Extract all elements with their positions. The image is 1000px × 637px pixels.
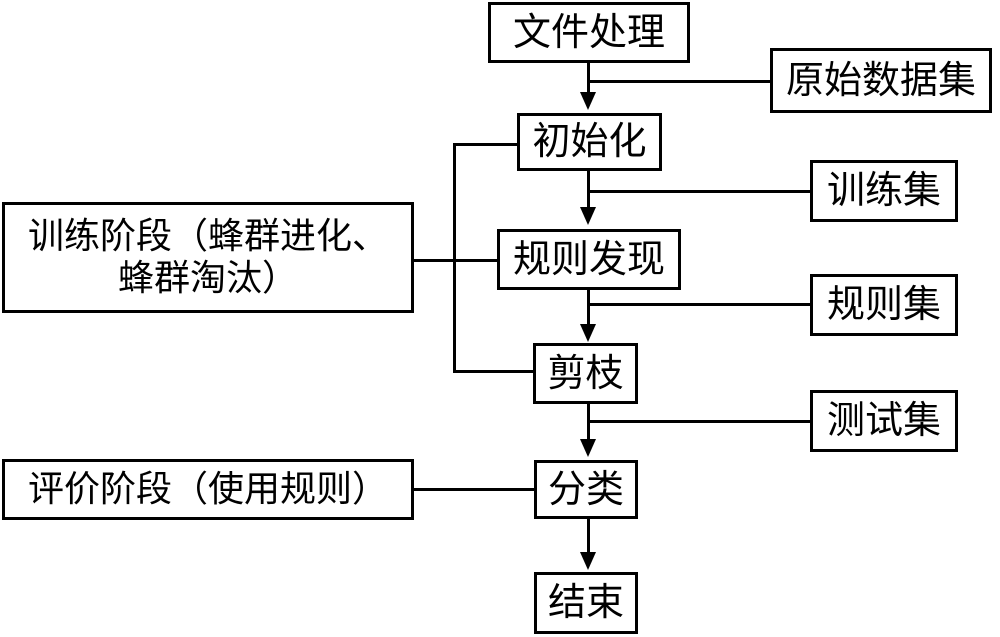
- evaluation-stage-label: 评价阶段（使用规则）: [27, 468, 388, 510]
- init-box: 初始化: [517, 113, 662, 171]
- training-stage-label-line1: 训练阶段（蜂群进化、: [27, 216, 388, 258]
- train-dataset-connector: [588, 190, 810, 193]
- training-bracket-vertical: [453, 143, 456, 373]
- test-dataset-label: 测试集: [826, 398, 941, 443]
- pruning-box: 剪枝: [533, 343, 638, 404]
- training-stage-connector: [413, 259, 498, 262]
- training-bracket-top: [453, 143, 518, 146]
- evaluation-stage-connector: [413, 488, 534, 491]
- test-dataset-box: 测试集: [810, 390, 958, 452]
- rule-set-label: 规则集: [826, 282, 941, 327]
- arrow-head: [580, 92, 596, 110]
- rule-discovery-label: 规则发现: [512, 236, 665, 281]
- flow-connector: [587, 63, 590, 93]
- init-label: 初始化: [532, 119, 647, 164]
- pruning-label: 剪枝: [547, 350, 624, 395]
- flow-connector: [587, 169, 590, 207]
- arrow-head: [580, 439, 596, 457]
- test-dataset-connector: [588, 420, 810, 423]
- flow-connector: [587, 289, 590, 324]
- arrow-head: [580, 207, 596, 225]
- end-box: 结束: [534, 572, 638, 634]
- file-processing-label: 文件处理: [512, 9, 665, 54]
- classification-label: 分类: [547, 466, 624, 511]
- flow-connector: [587, 518, 590, 552]
- training-stage-label-line2: 蜂群淘汰）: [117, 257, 298, 299]
- evaluation-stage-box: 评价阶段（使用规则）: [2, 459, 414, 520]
- raw-dataset-box: 原始数据集: [770, 48, 992, 113]
- train-dataset-box: 训练集: [810, 160, 958, 222]
- raw-dataset-label: 原始数据集: [785, 57, 976, 102]
- rule-set-connector: [588, 303, 810, 306]
- file-processing-box: 文件处理: [488, 2, 690, 63]
- end-label: 结束: [547, 580, 624, 625]
- raw-dataset-connector: [588, 80, 770, 83]
- rule-set-box: 规则集: [810, 274, 958, 336]
- arrow-head: [580, 324, 596, 342]
- train-dataset-label: 训练集: [826, 168, 941, 213]
- classification-box: 分类: [534, 460, 638, 519]
- arrow-head: [580, 552, 596, 570]
- training-stage-box: 训练阶段（蜂群进化、 蜂群淘汰）: [2, 202, 414, 313]
- rule-discovery-box: 规则发现: [497, 229, 681, 290]
- training-bracket-bottom: [453, 370, 533, 373]
